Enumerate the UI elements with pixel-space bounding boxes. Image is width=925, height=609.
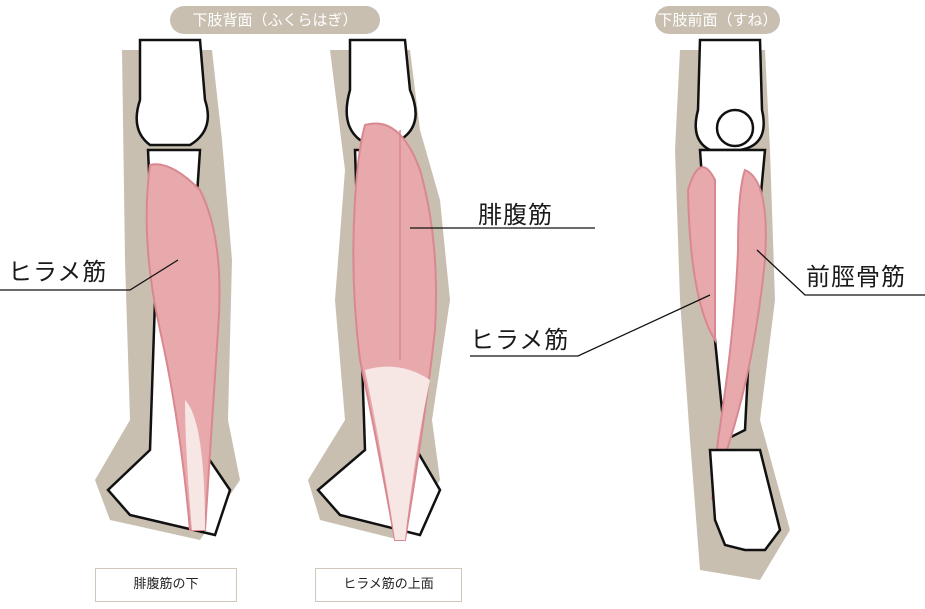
leader-lines <box>0 227 925 357</box>
label-soleus-left: ヒラメ筋 <box>8 258 108 286</box>
label-gastrocnemius: 腓腹筋 <box>478 201 553 229</box>
right-leg-anterior <box>675 38 790 580</box>
caption-under-gastrocnemius: 腓腹筋の下 <box>95 568 237 602</box>
left-leg-soleus <box>95 38 240 540</box>
caption-soleus-surface: ヒラメ筋の上面 <box>315 568 462 602</box>
middle-leg-gastrocnemius <box>308 38 450 541</box>
header-posterior: 下肢背面（ふくらはぎ） <box>170 6 380 34</box>
header-anterior: 下肢前面（すね） <box>655 6 780 34</box>
label-soleus-middle: ヒラメ筋 <box>470 326 570 354</box>
label-tibialis-anterior: 前脛骨筋 <box>806 263 906 291</box>
